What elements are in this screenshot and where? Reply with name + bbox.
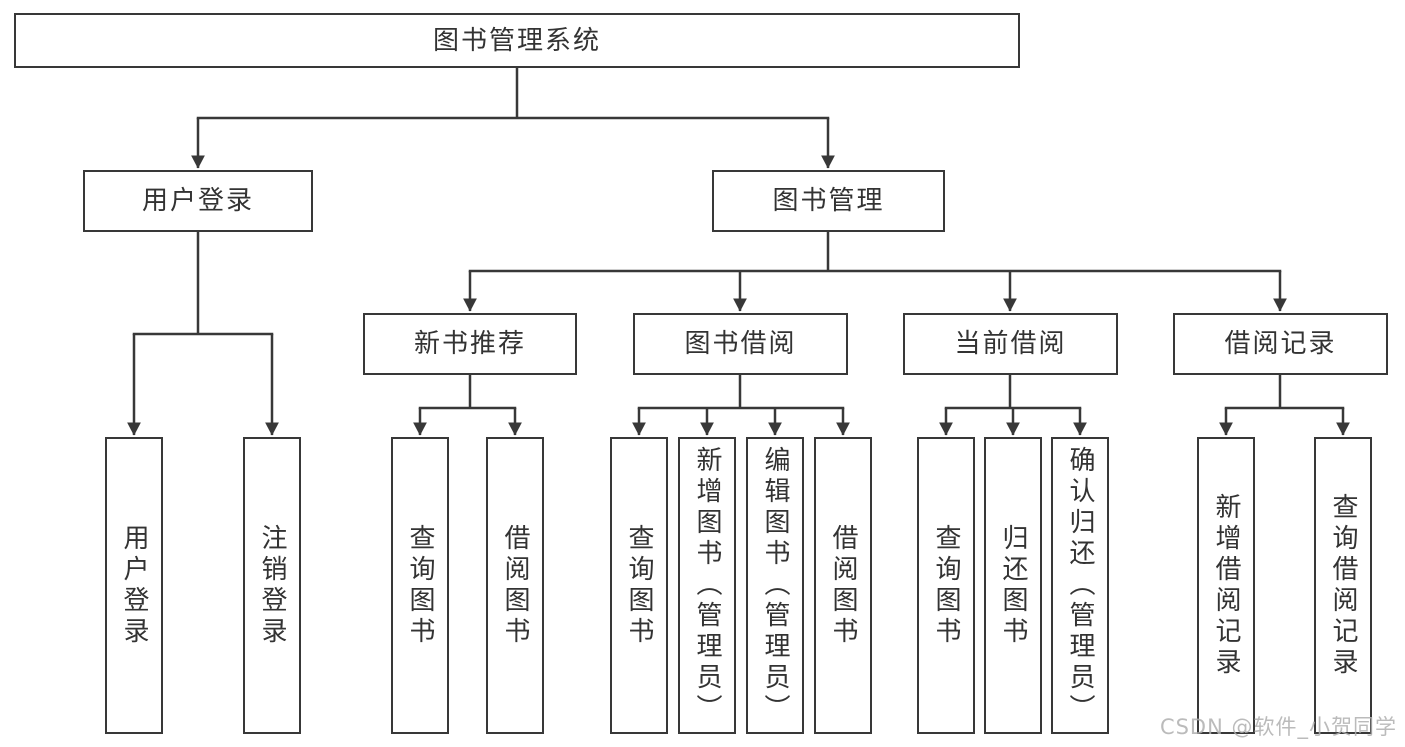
node-label: 新增借阅记录 (1211, 492, 1241, 679)
node-label: 借阅图书 (828, 523, 858, 648)
node-leaf-query-books-current: 查询图书 (917, 437, 975, 734)
node-label: 图书管理 (772, 186, 885, 216)
node-library-management-system: 图书管理系统 (14, 13, 1020, 68)
node-label: 图书管理系统 (432, 25, 601, 56)
node-leaf-query-books-recommend: 查询图书 (391, 437, 449, 734)
node-leaf-query-borrow-record: 查询借阅记录 (1314, 437, 1372, 734)
node-leaf-logout: 注销登录 (243, 437, 301, 734)
connector-current-borrow-trunk (944, 375, 1082, 410)
node-label: 编辑图书（管理员） (760, 446, 790, 725)
node-leaf-add-book-admin: 新增图书（管理员） (678, 437, 736, 734)
node-leaf-query-books-borrow: 查询图书 (610, 437, 668, 734)
connector-borrow-records-trunk (1224, 375, 1345, 410)
node-label: 查询借阅记录 (1328, 492, 1358, 679)
node-label: 查询图书 (624, 523, 654, 648)
node-label: 查询图书 (931, 523, 961, 648)
node-user-login: 用户登录 (83, 170, 313, 232)
node-label: 新书推荐 (413, 329, 526, 359)
connector-book-mgmt-trunk (468, 232, 1282, 273)
node-label: 当前借阅 (954, 329, 1067, 359)
node-label: 注销登录 (257, 523, 287, 648)
node-leaf-borrow-books: 借阅图书 (814, 437, 872, 734)
node-leaf-borrow-books-recommend: 借阅图书 (486, 437, 544, 734)
node-leaf-confirm-return-admin: 确认归还（管理员） (1051, 437, 1109, 734)
connector-root-trunk (196, 68, 830, 120)
node-label: 用户登录 (141, 186, 254, 216)
node-label: 确认归还（管理员） (1065, 446, 1095, 725)
node-label: 借阅图书 (500, 523, 530, 648)
connector-book-borrow-trunk (637, 375, 845, 410)
node-book-management: 图书管理 (712, 170, 945, 232)
node-label: 用户登录 (119, 523, 149, 648)
node-new-book-recommend: 新书推荐 (363, 313, 577, 375)
node-current-borrowing: 当前借阅 (903, 313, 1118, 375)
node-label: 新增图书（管理员） (692, 446, 722, 725)
node-label: 查询图书 (405, 523, 435, 648)
node-borrowing-records: 借阅记录 (1173, 313, 1388, 375)
node-label: 借阅记录 (1224, 329, 1337, 359)
node-book-borrowing: 图书借阅 (633, 313, 848, 375)
node-leaf-edit-book-admin: 编辑图书（管理员） (746, 437, 804, 734)
node-leaf-add-borrow-record: 新增借阅记录 (1197, 437, 1255, 734)
node-label: 归还图书 (998, 523, 1028, 648)
node-leaf-user-login: 用户登录 (105, 437, 163, 734)
connector-user-login-trunk (132, 232, 274, 336)
connector-new-book-trunk (418, 375, 517, 410)
csdn-watermark: CSDN @软件_小贺同学 (1159, 715, 1397, 739)
node-label: 图书借阅 (684, 329, 797, 359)
node-leaf-return-books: 归还图书 (984, 437, 1042, 734)
